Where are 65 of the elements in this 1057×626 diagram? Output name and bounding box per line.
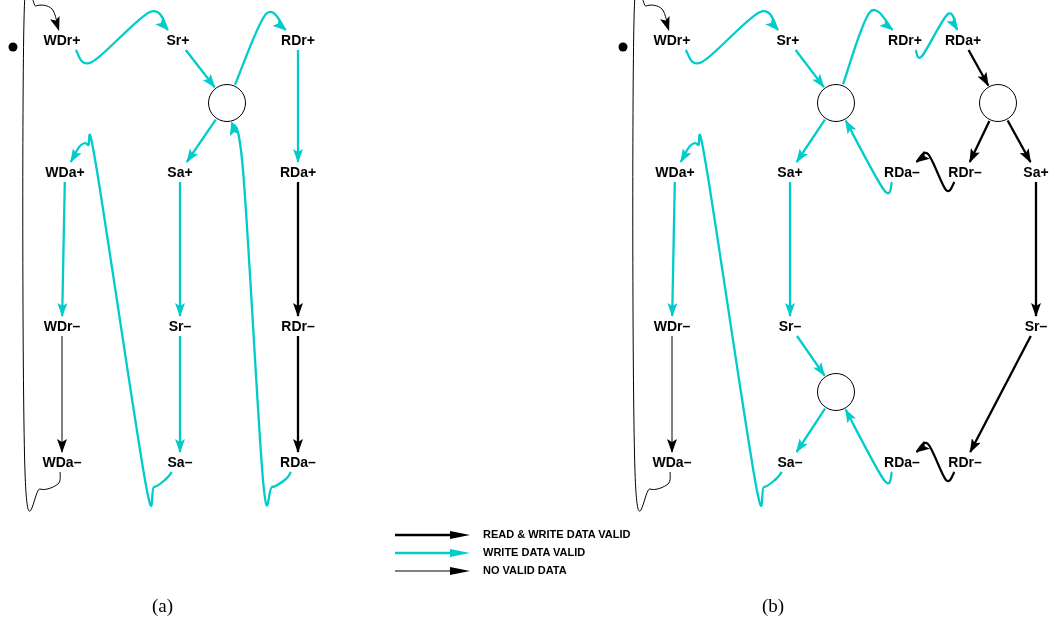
transition-label: WDr– — [653, 319, 691, 333]
arrow — [233, 10, 287, 86]
arrow — [796, 335, 826, 377]
arrow — [968, 120, 991, 163]
arrow — [914, 12, 959, 59]
legend-text: WRITE DATA VALID — [483, 547, 586, 558]
arrow — [667, 335, 677, 453]
transition-label: RDa+ — [279, 165, 317, 179]
transition-label: RDa– — [884, 455, 920, 469]
transition-label: Sr– — [778, 319, 802, 333]
panel-caption: (b) — [762, 596, 785, 615]
transition-label: WDr+ — [653, 33, 691, 47]
arrow — [175, 336, 185, 453]
transition-label: Sa+ — [1023, 165, 1049, 179]
transition-label: Sa– — [167, 455, 193, 469]
transition-label: RDa+ — [944, 33, 982, 47]
arrow — [795, 408, 826, 453]
arrow — [679, 134, 783, 506]
arrow — [175, 182, 185, 317]
transition-label: RDr– — [948, 455, 982, 469]
legend-text: READ & WRITE DATA VALID — [483, 529, 631, 540]
arrow — [184, 49, 216, 88]
arrow — [69, 134, 173, 506]
transition-label: RDr– — [281, 319, 315, 333]
panel-caption: (a) — [152, 596, 174, 615]
arrow — [293, 182, 303, 317]
arrow — [293, 336, 303, 453]
arrow — [22, 0, 61, 512]
transition-label: WDa– — [42, 455, 82, 469]
arrow — [915, 149, 956, 193]
transition-label: Sa– — [777, 455, 803, 469]
legend-text: NO VALID DATA — [483, 565, 567, 576]
arrow — [293, 50, 303, 163]
arrow — [785, 182, 795, 317]
transition-label: WDr– — [43, 319, 81, 333]
transition-label: Sa+ — [777, 165, 803, 179]
transition-label: WDr+ — [43, 33, 81, 47]
arrow — [185, 118, 217, 163]
arrow — [632, 0, 671, 512]
arrow — [57, 335, 67, 453]
arrow — [684, 10, 779, 65]
arrow — [667, 181, 678, 317]
arrow — [915, 439, 956, 483]
transition-label: Sr+ — [776, 33, 800, 47]
transition-label: WDa+ — [45, 165, 85, 179]
arrow — [795, 119, 826, 163]
transition-label: Sa+ — [167, 165, 193, 179]
arrow — [74, 10, 169, 65]
arrow — [230, 121, 292, 506]
transition-label: Sr– — [168, 319, 192, 333]
transition-label: WDa– — [652, 455, 692, 469]
arrow — [841, 9, 894, 85]
arrow — [967, 49, 990, 87]
arrow — [794, 49, 825, 88]
transition-label: RDr– — [948, 165, 982, 179]
transition-label: WDa+ — [655, 165, 695, 179]
transition-label: RDr+ — [281, 33, 315, 47]
transition-label: Sr– — [1024, 319, 1048, 333]
arrow — [57, 181, 68, 317]
arrow — [1031, 182, 1041, 317]
arrow — [969, 335, 1032, 453]
transition-label: RDa– — [884, 165, 920, 179]
transition-label: Sr+ — [166, 33, 190, 47]
transition-label: RDr+ — [888, 33, 922, 47]
transition-label: RDa– — [280, 455, 316, 469]
